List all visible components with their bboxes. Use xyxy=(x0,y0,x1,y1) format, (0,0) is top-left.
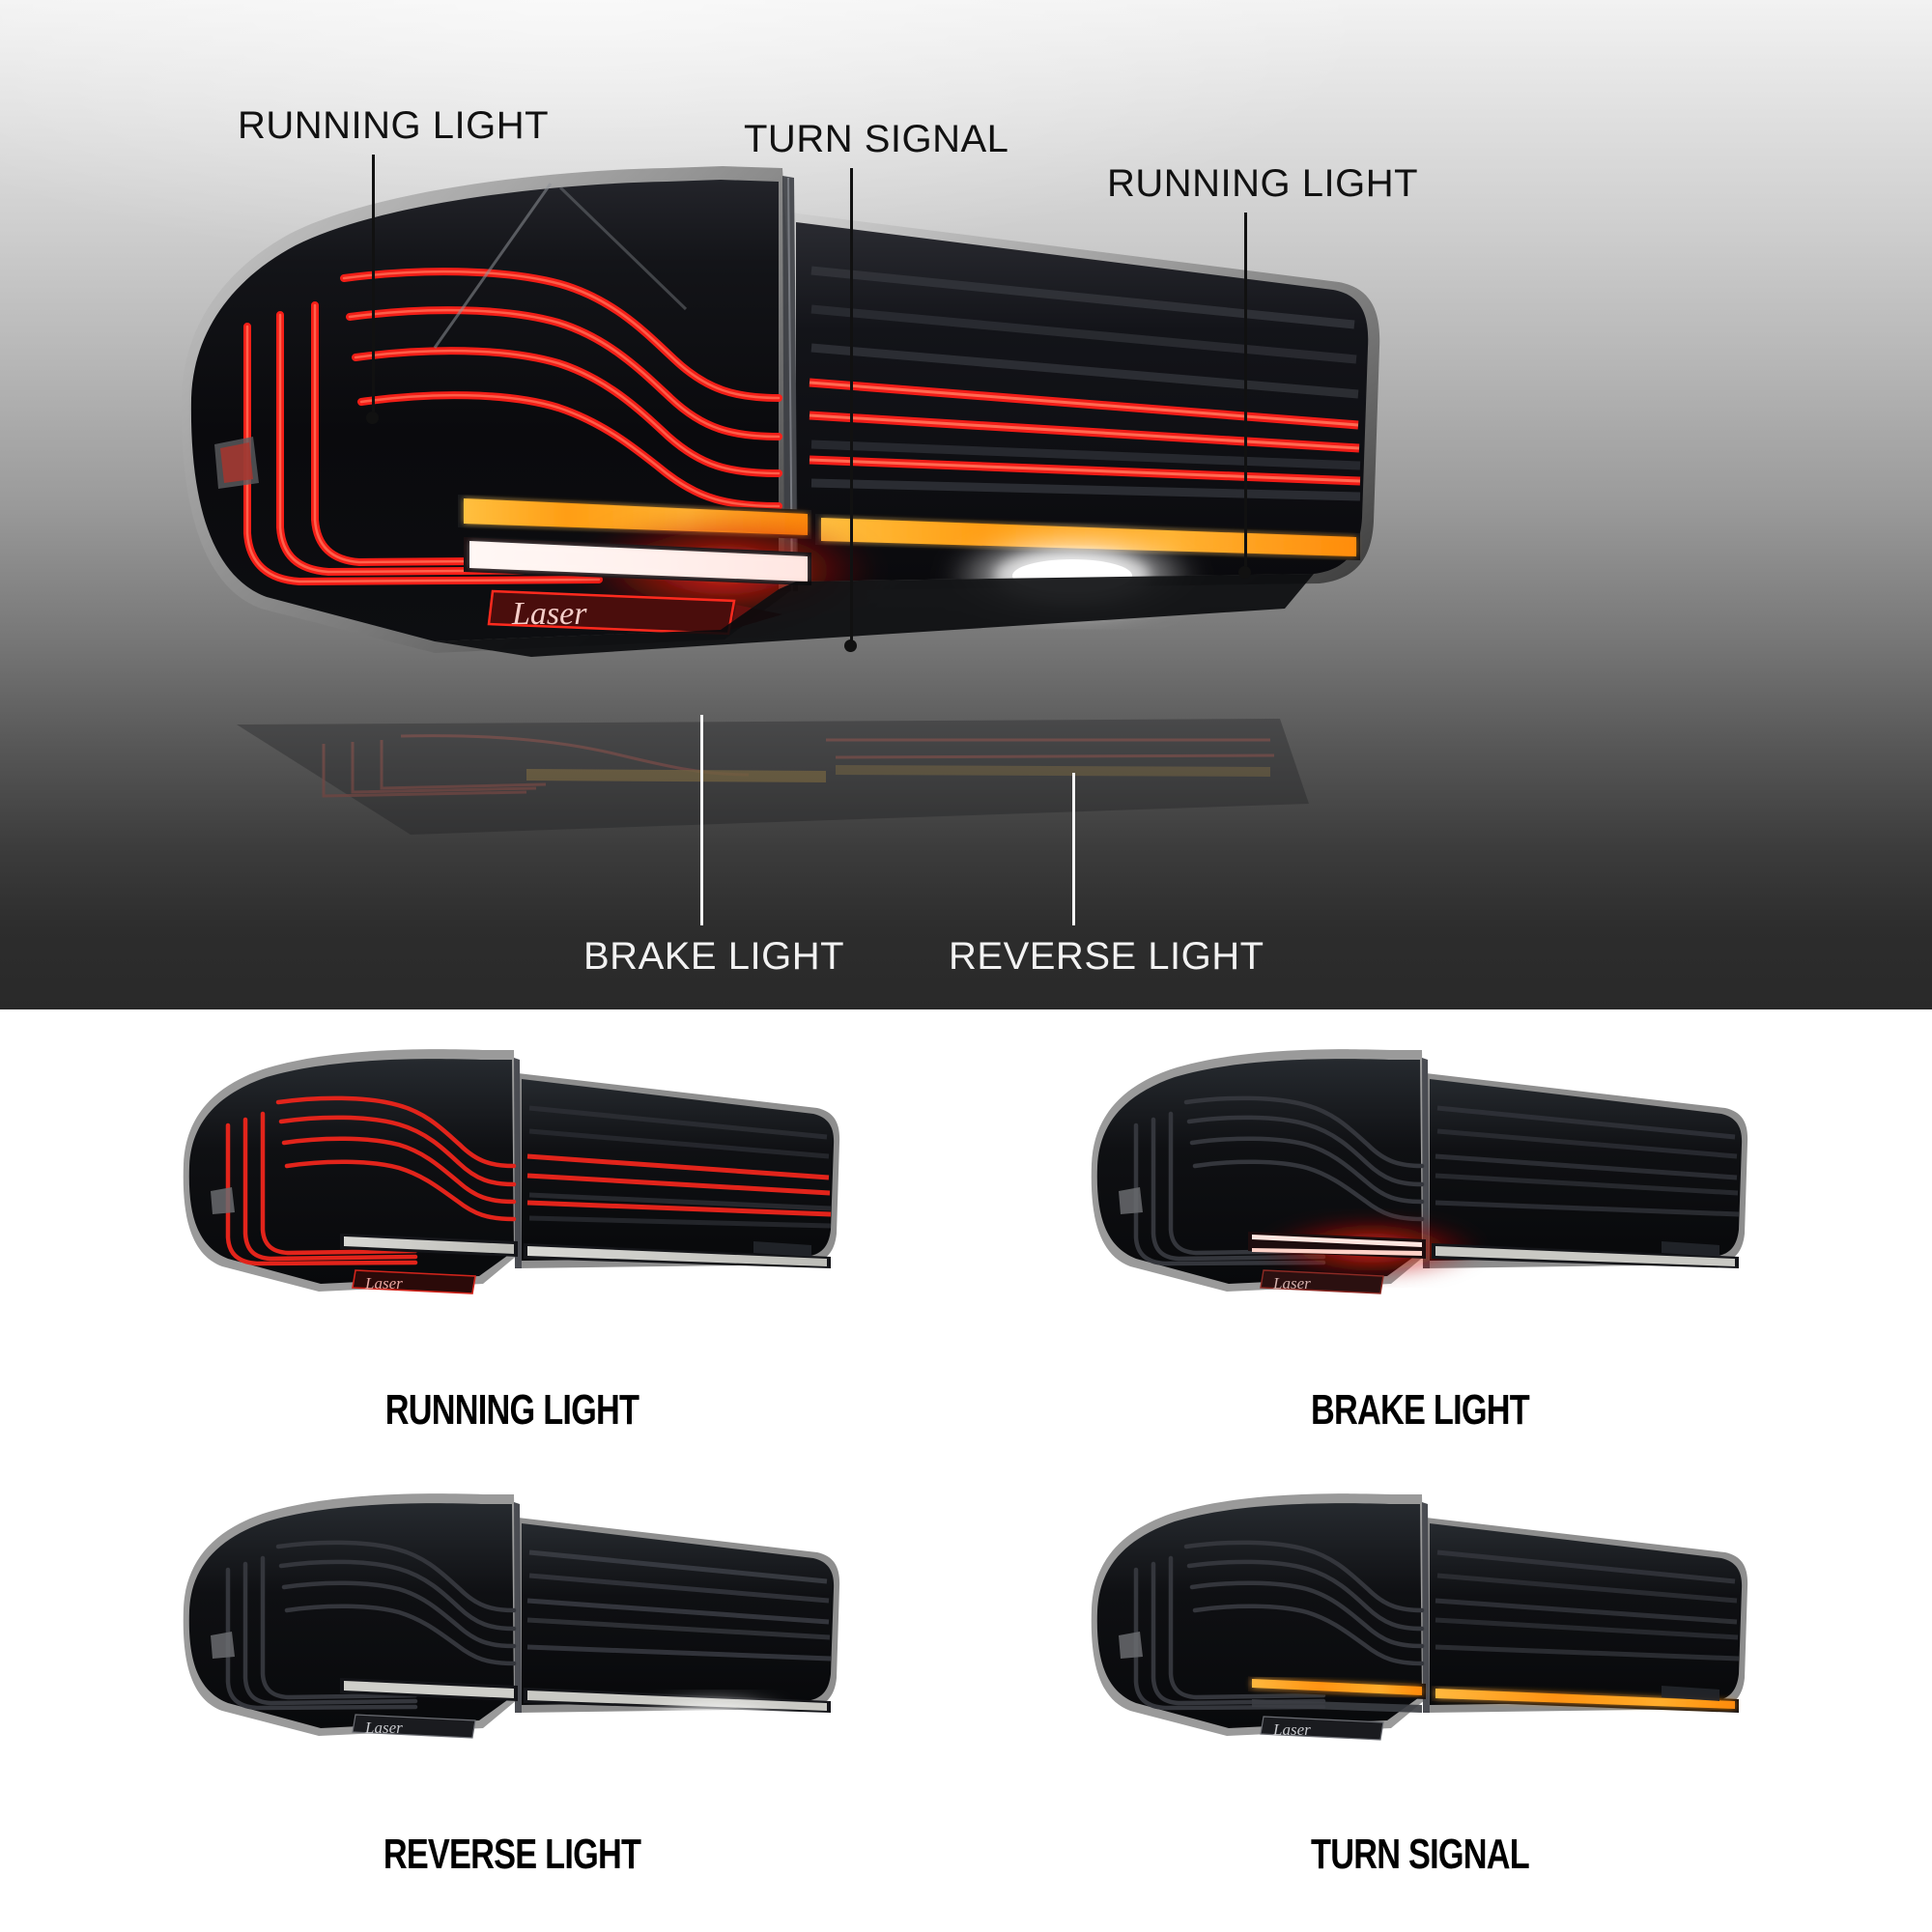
callout-dot-running-light-left xyxy=(366,412,379,424)
main-taillight-illustration: Laser xyxy=(145,155,1391,696)
svg-text:Laser: Laser xyxy=(511,596,587,632)
callout-leader-brake-light xyxy=(700,715,703,925)
taillight-reflection xyxy=(208,715,1328,860)
callout-leader-reverse-light xyxy=(1072,773,1075,925)
cell-running-light: Laser RUNNING LIGHT xyxy=(174,1048,850,1434)
svg-text:Laser: Laser xyxy=(364,1274,403,1293)
taillight-turn-signal: Laser xyxy=(1091,1493,1748,1741)
callout-label-brake-light: BRAKE LIGHT xyxy=(583,935,845,978)
callout-dot-running-light-right xyxy=(1238,566,1251,579)
taillight-running-light: Laser xyxy=(183,1049,840,1294)
callout-dot-turn-signal xyxy=(844,639,857,652)
callout-leader-running-light-right xyxy=(1244,213,1247,572)
mode-grid: Laser RUNNING LIGHT xyxy=(0,1009,1932,1932)
taillight-reverse-light: Laser xyxy=(183,1493,840,1753)
cell-turn-signal: Laser TURN SIGNAL xyxy=(1082,1492,1758,1878)
cell-brake-light: Laser BRAKE LIGHT xyxy=(1082,1048,1758,1434)
callout-label-running-light-right: RUNNING LIGHT xyxy=(1107,162,1419,205)
svg-text:Laser: Laser xyxy=(1272,1274,1311,1293)
callout-label-running-light-left: RUNNING LIGHT xyxy=(238,104,550,147)
callout-leader-turn-signal xyxy=(850,168,853,645)
callout-label-turn-signal: TURN SIGNAL xyxy=(744,118,1009,160)
svg-text:Laser: Laser xyxy=(1272,1720,1311,1739)
caption-brake-light: BRAKE LIGHT xyxy=(1311,1386,1530,1434)
cell-reverse-light: Laser REVERSE LIGHT xyxy=(174,1492,850,1878)
hero-panel: Laser xyxy=(0,0,1932,1009)
caption-running-light: RUNNING LIGHT xyxy=(384,1386,639,1434)
callout-leader-running-light-left xyxy=(372,155,375,417)
callout-label-reverse-light: REVERSE LIGHT xyxy=(949,935,1264,978)
caption-turn-signal: TURN SIGNAL xyxy=(1311,1831,1530,1878)
svg-text:Laser: Laser xyxy=(364,1719,403,1737)
taillight-brake-light: Laser xyxy=(1091,1049,1748,1294)
caption-reverse-light: REVERSE LIGHT xyxy=(383,1831,641,1878)
